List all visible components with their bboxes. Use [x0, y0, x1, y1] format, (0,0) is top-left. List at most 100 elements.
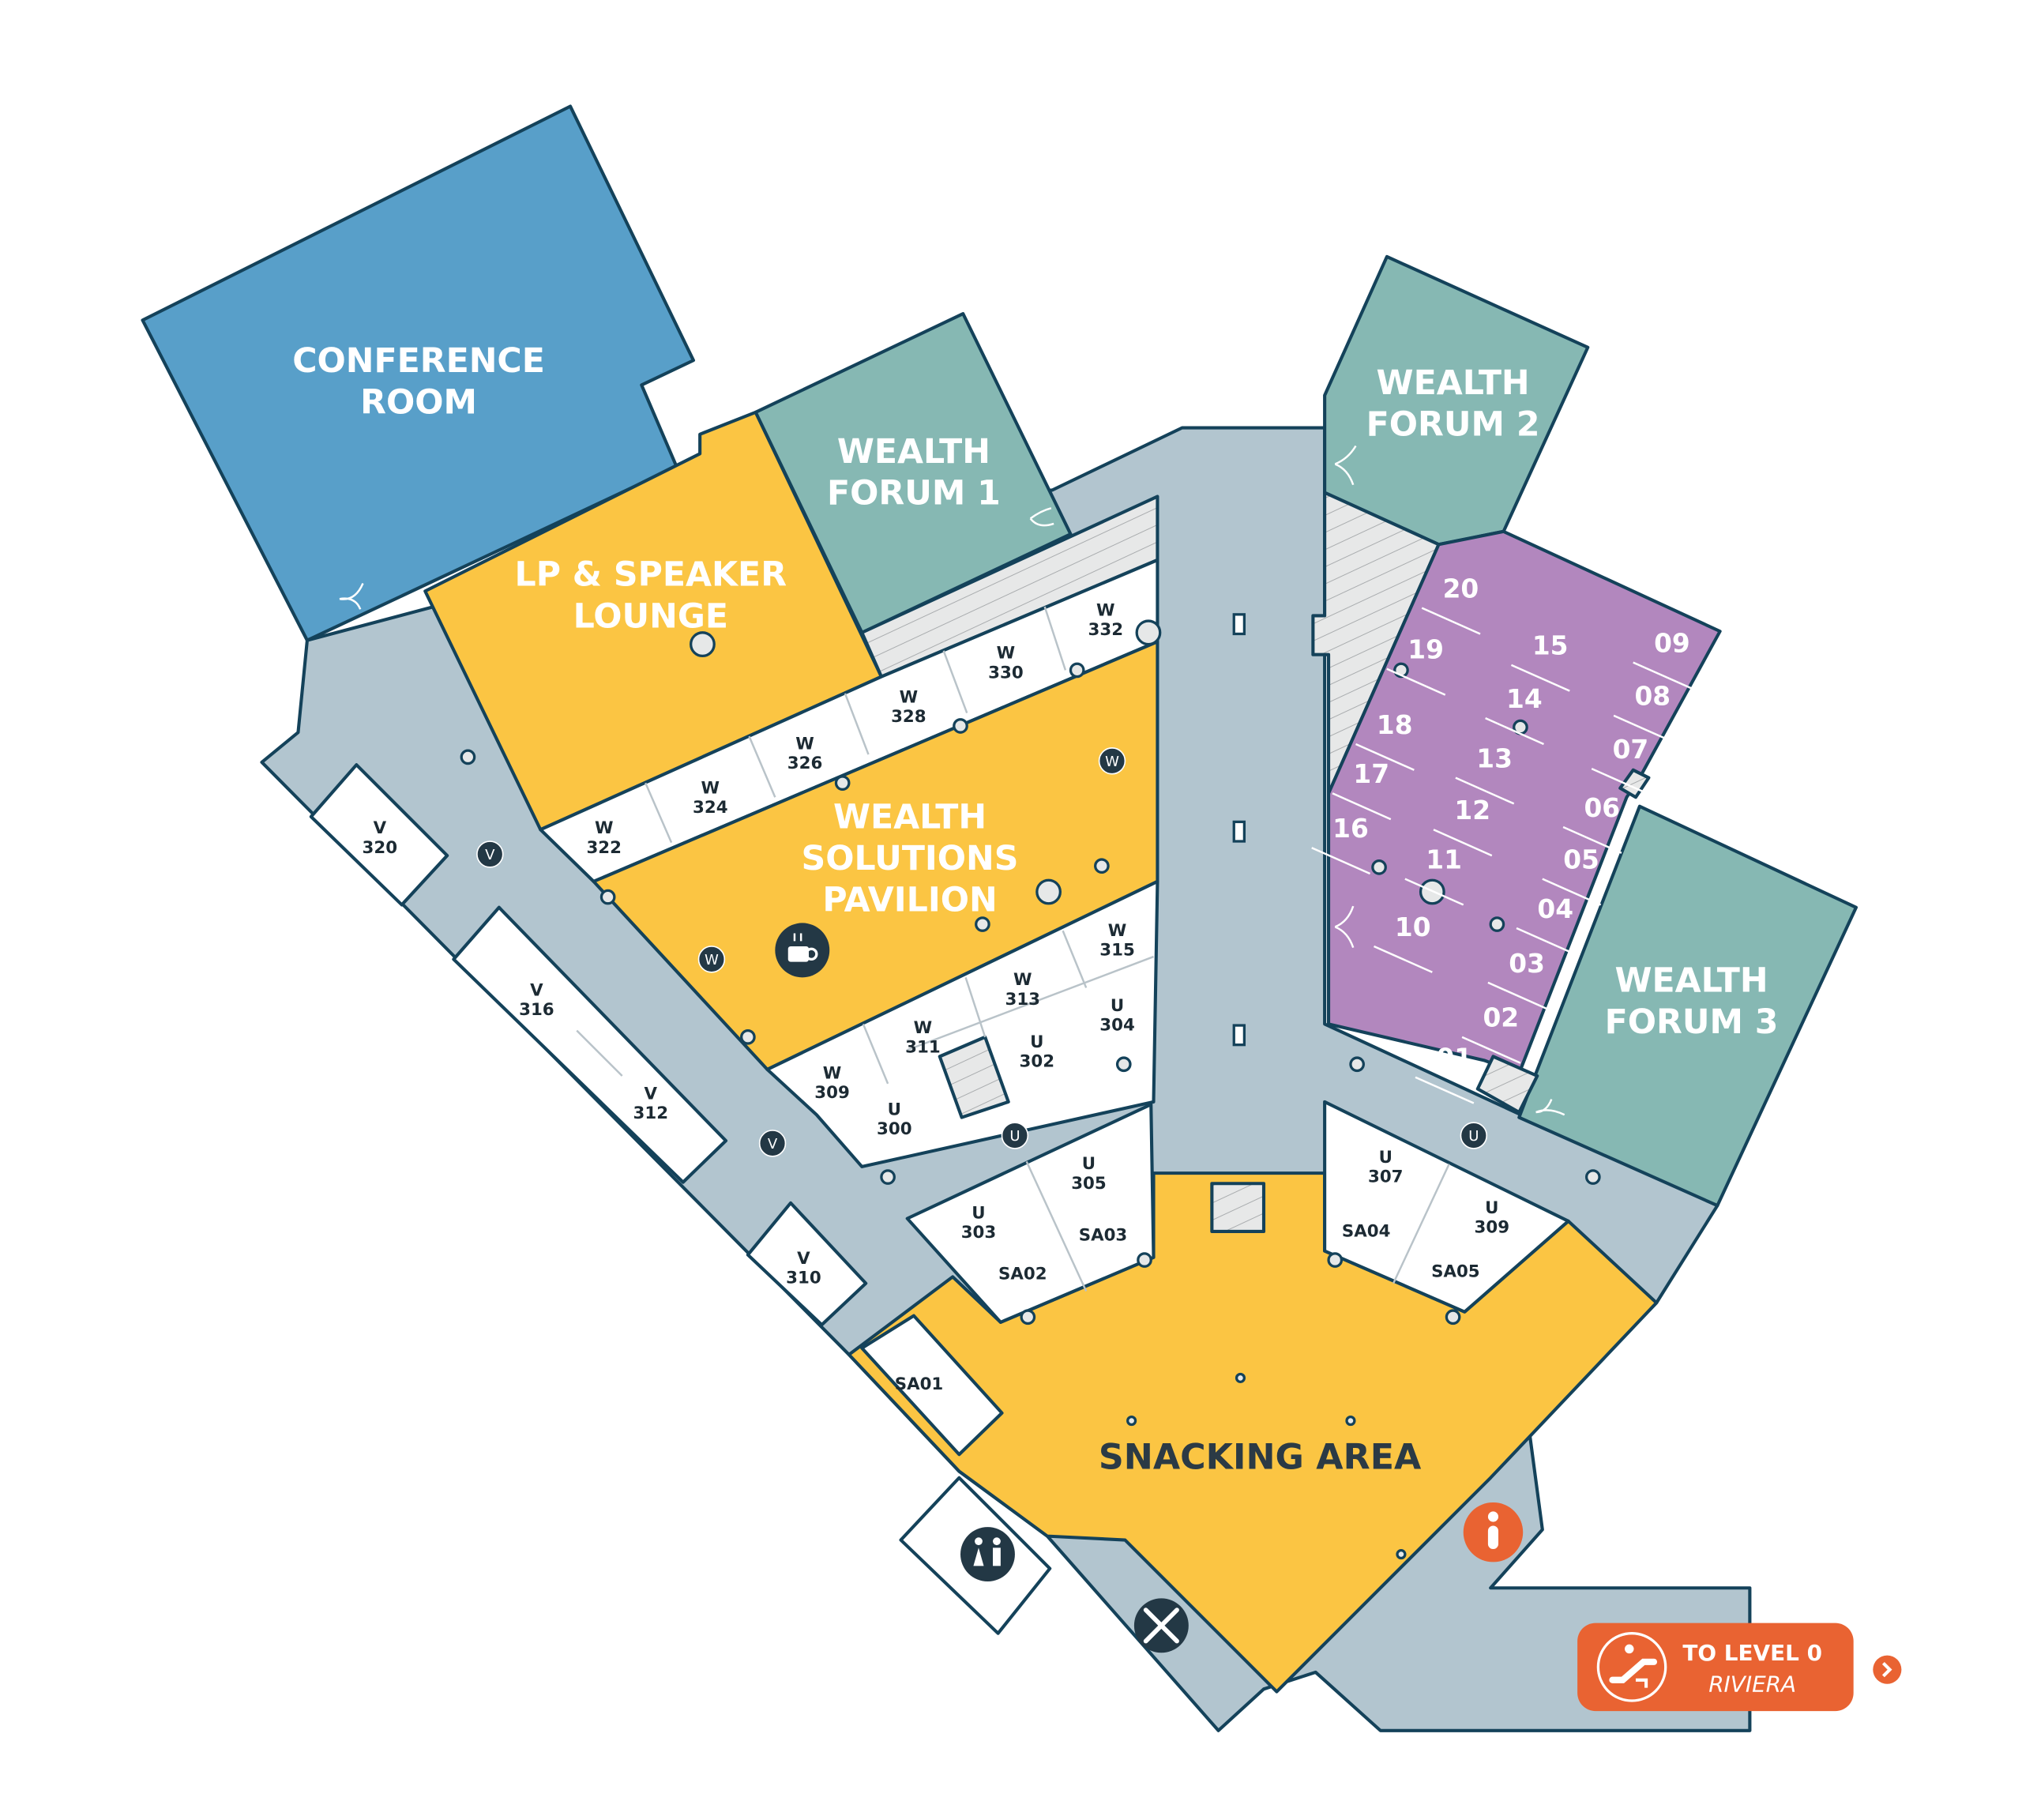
zone-marker-w: W [1098, 747, 1126, 775]
button-line2: RIVIERA [1708, 1671, 1796, 1698]
booth-v320[interactable] [309, 763, 449, 907]
stand-17[interactable]: 17 [1353, 759, 1389, 789]
booth-prefix: U [1082, 1154, 1096, 1174]
stand-02[interactable]: 02 [1483, 1003, 1519, 1033]
stand-09[interactable]: 09 [1654, 628, 1690, 658]
stand-divider [1562, 825, 1622, 854]
stand-15[interactable]: 15 [1532, 631, 1569, 661]
booth-prefix: U [1111, 996, 1124, 1016]
stand-20[interactable]: 20 [1443, 574, 1479, 604]
booth-number: 328 [891, 707, 926, 727]
stand-05[interactable]: 05 [1563, 844, 1599, 874]
stand-10[interactable]: 10 [1395, 912, 1431, 942]
stand-16[interactable]: 16 [1332, 814, 1369, 844]
stand-18[interactable]: 18 [1377, 710, 1413, 740]
booth-number: 310 [786, 1269, 821, 1288]
forum3-title-2: FORUM 3 [1605, 1002, 1779, 1042]
booth-label-sa01[interactable]: SA01 [895, 1374, 944, 1394]
stand-divider [1455, 777, 1515, 805]
booth-label-sa04[interactable]: SA04 [1342, 1222, 1391, 1242]
wealth-forum-1[interactable] [754, 312, 1073, 634]
booth-label-sa05[interactable]: SA05 [1431, 1262, 1480, 1281]
booth-number: 307 [1368, 1168, 1404, 1187]
hatched-square [1618, 768, 1651, 799]
booth-v310[interactable] [746, 1201, 868, 1327]
chevron-right-icon[interactable] [1873, 1655, 1902, 1684]
booth-label-sa02[interactable]: SA02 [998, 1265, 1047, 1284]
booth-label-sa03[interactable]: SA03 [1079, 1225, 1128, 1245]
stand-19[interactable]: 19 [1408, 635, 1444, 665]
booth-number: 303 [961, 1223, 997, 1243]
booth-number: 302 [1020, 1052, 1055, 1072]
booth-prefix: SA04 [1342, 1222, 1391, 1242]
stand-03[interactable]: 03 [1509, 949, 1545, 979]
stand-13[interactable]: 13 [1476, 743, 1513, 773]
stand-divider [1421, 607, 1481, 635]
marker-label: V [768, 1136, 778, 1153]
booth-number: 326 [787, 754, 823, 773]
stand-divider [1373, 945, 1433, 973]
stand-divider [1433, 829, 1493, 857]
stand-14[interactable]: 14 [1506, 684, 1543, 714]
conference-title: CONFERENCE [292, 341, 545, 381]
zone-marker-w: W [697, 946, 726, 973]
restaurant-icon[interactable] [1133, 1598, 1189, 1653]
stand-06[interactable]: 06 [1584, 793, 1620, 823]
booth-prefix: W [1013, 970, 1032, 990]
booth-prefix: W [1096, 600, 1115, 620]
info-icon[interactable] [1463, 1502, 1524, 1562]
forum3-title: WEALTH [1614, 961, 1768, 1000]
restroom-icon[interactable] [960, 1527, 1015, 1582]
coffee-icon[interactable] [775, 923, 830, 978]
stand-01[interactable]: 01 [1436, 1043, 1472, 1074]
booth-prefix: W [823, 1063, 842, 1083]
stand-divider [1355, 743, 1415, 771]
to-level-0-button[interactable]: TO LEVEL 0 RIVIERA [1577, 1623, 1854, 1712]
stand-divider [1613, 714, 1673, 743]
booth-prefix: SA03 [1079, 1225, 1128, 1245]
stand-divider [1542, 878, 1602, 906]
booth-prefix: SA01 [895, 1374, 944, 1394]
booth-group-left [905, 1103, 1156, 1324]
booth-sa01[interactable] [860, 1314, 1004, 1457]
stand-04[interactable]: 04 [1537, 894, 1573, 924]
booth-prefix: SA02 [998, 1265, 1047, 1284]
zone-marker-u: U [1460, 1122, 1488, 1149]
stand-07[interactable]: 07 [1613, 735, 1649, 765]
zone-marker-v: V [476, 840, 504, 868]
stand-08[interactable]: 08 [1634, 682, 1671, 712]
wealth-forum-3[interactable] [1517, 804, 1858, 1208]
forum1-title-2: FORUM 1 [827, 473, 1001, 513]
stand-12[interactable]: 12 [1454, 795, 1490, 825]
booth-prefix: W [595, 818, 614, 838]
pavilion-title-3: PAVILION [822, 881, 997, 920]
conference-title-2: ROOM [360, 382, 477, 422]
pavilion-title-2: SOLUTIONS [802, 839, 1019, 878]
stand-11[interactable]: 11 [1426, 844, 1462, 874]
conference-room[interactable] [141, 104, 695, 642]
booth-prefix: W [795, 735, 814, 754]
